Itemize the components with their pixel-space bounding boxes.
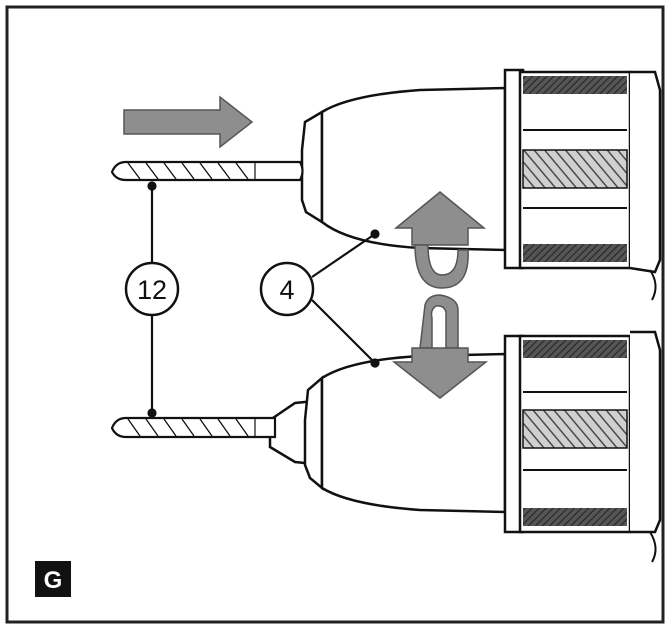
figure-badge: G [35, 561, 71, 597]
callout-lines [147, 181, 380, 418]
figure-badge-label: G [44, 567, 63, 594]
drill-bit-lower [110, 416, 277, 439]
rotate-arrow-down-icon [391, 294, 489, 399]
lower-chuck [268, 330, 662, 563]
callout-chuck-sleeve-label: 4 [279, 275, 294, 305]
rotate-arrow-up-icon [393, 191, 487, 289]
callout-drill-bit-label: 12 [137, 275, 167, 305]
arrow-right-icon [123, 95, 254, 149]
drill-bit-upper [110, 160, 304, 182]
callout-chuck-sleeve: 4 [259, 261, 315, 317]
callout-drill-bit: 12 [124, 261, 180, 317]
